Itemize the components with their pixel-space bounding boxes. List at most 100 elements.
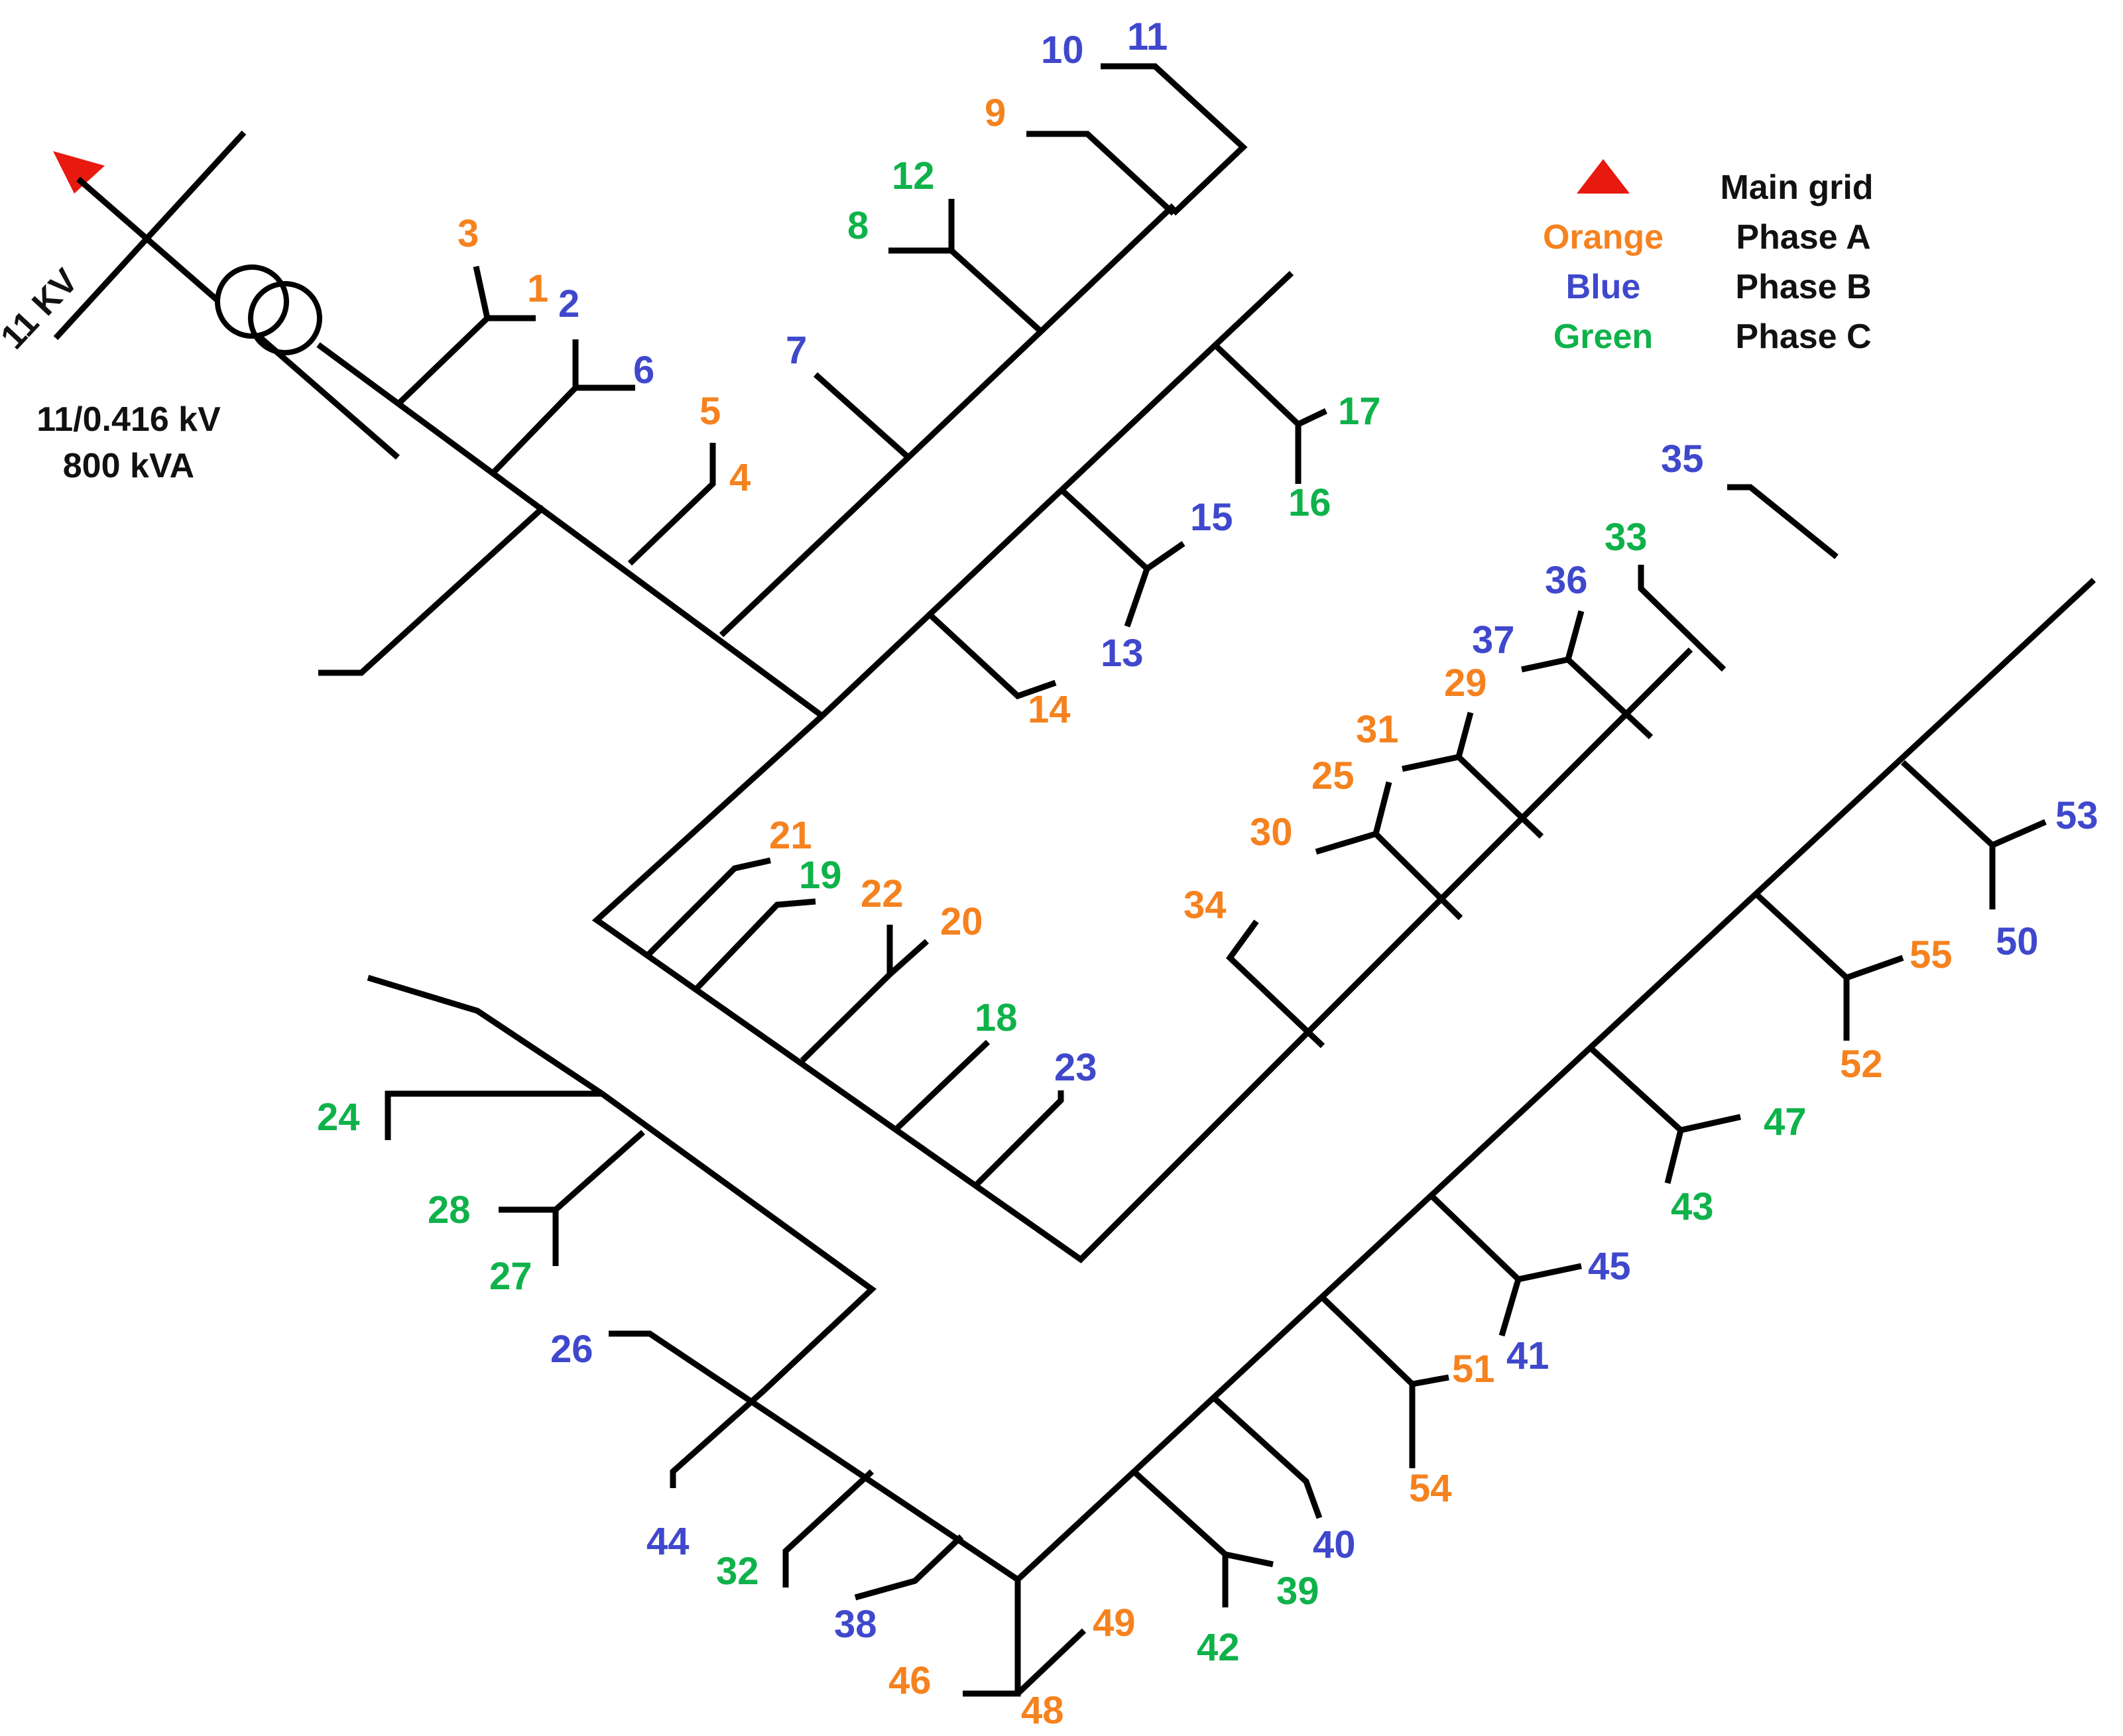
transformer-winding-secondary bbox=[248, 281, 322, 355]
node-label-6: 6 bbox=[633, 349, 654, 392]
lateral-node41-45 bbox=[1429, 1194, 1522, 1337]
node-label-39: 39 bbox=[1276, 1570, 1319, 1613]
node-label-15: 15 bbox=[1190, 496, 1233, 539]
legend-orange: Orange bbox=[1543, 218, 1664, 257]
lateral-node4-5 bbox=[627, 443, 716, 566]
source-group: 11 KV 11/0.416 kV 800 kVA bbox=[0, 130, 400, 485]
transformer-rating-line1: 11/0.416 kV bbox=[36, 400, 221, 439]
lateral-node23 bbox=[972, 1090, 1064, 1189]
node-label-26: 26 bbox=[550, 1328, 593, 1371]
lateral-node50-53 bbox=[1900, 760, 1996, 909]
lateral-node34 bbox=[1226, 919, 1325, 1049]
legend-main-grid: Main grid bbox=[1720, 168, 1873, 207]
lateral-node21 bbox=[646, 857, 771, 957]
node-label-4: 4 bbox=[729, 456, 751, 499]
node-label-22: 22 bbox=[861, 872, 904, 915]
node-label-31: 31 bbox=[1356, 708, 1399, 751]
node-label-41: 41 bbox=[1506, 1334, 1549, 1377]
node-label-10: 10 bbox=[1041, 29, 1084, 72]
node-label-38: 38 bbox=[834, 1603, 877, 1646]
lateral-node47-stub bbox=[1680, 1114, 1741, 1133]
node-label-20: 20 bbox=[940, 900, 983, 943]
node-label-40: 40 bbox=[1313, 1523, 1356, 1566]
feeder-lower-2 bbox=[600, 1091, 877, 1393]
node-label-27: 27 bbox=[489, 1255, 532, 1298]
lateral-node37-stub bbox=[1521, 656, 1569, 673]
lateral-node46-49 bbox=[963, 1580, 1021, 1697]
lateral-node51-stub bbox=[1412, 1374, 1449, 1387]
node-label-49: 49 bbox=[1093, 1601, 1136, 1645]
legend: Main grid Orange Phase A Blue Phase B Gr… bbox=[1543, 159, 1874, 356]
lateral-left-stub bbox=[318, 504, 546, 676]
source-voltage-label: 11 KV bbox=[0, 262, 86, 357]
legend-blue: Blue bbox=[1566, 268, 1641, 306]
lateral-node2-6 bbox=[491, 339, 579, 475]
node-label-25: 25 bbox=[1311, 754, 1355, 797]
node-label-9: 9 bbox=[985, 91, 1006, 135]
legend-phase-c: Phase C bbox=[1735, 318, 1871, 356]
lateral-node16-17 bbox=[1211, 341, 1302, 484]
node-label-54: 54 bbox=[1409, 1467, 1452, 1510]
node-label-34: 34 bbox=[1183, 884, 1227, 927]
lateral-node43-47 bbox=[1589, 1046, 1685, 1185]
node-label-12: 12 bbox=[892, 154, 935, 198]
node-label-44: 44 bbox=[646, 1520, 690, 1563]
node-label-33: 33 bbox=[1605, 516, 1648, 559]
node-label-21: 21 bbox=[769, 814, 812, 857]
lateral-node17-stub bbox=[1297, 408, 1327, 428]
lateral-node55-stub bbox=[1845, 955, 1904, 981]
lateral-node52-55 bbox=[1754, 892, 1850, 1041]
main-grid-legend-marker-icon bbox=[1577, 159, 1630, 194]
node-label-47: 47 bbox=[1764, 1100, 1807, 1143]
lateral-node25-30 bbox=[1372, 781, 1463, 921]
node-label-13: 13 bbox=[1101, 632, 1144, 675]
node-label-53: 53 bbox=[2055, 794, 2098, 837]
node-label-30: 30 bbox=[1250, 811, 1293, 854]
lateral-node24 bbox=[385, 1090, 602, 1140]
lateral-node13-15 bbox=[1058, 487, 1151, 628]
node-label-8: 8 bbox=[847, 204, 869, 247]
node-label-48: 48 bbox=[1021, 1689, 1064, 1732]
node-label-35: 35 bbox=[1661, 437, 1704, 481]
feeder-east bbox=[1015, 577, 2096, 1582]
lateral-node10-11 bbox=[1101, 63, 1248, 216]
lateral-node39-stub bbox=[1225, 1551, 1274, 1568]
transformer-rating-line2: 800 kVA bbox=[63, 447, 195, 485]
lateral-node35 bbox=[1727, 484, 1839, 559]
lateral-node14 bbox=[926, 610, 1057, 700]
lateral-node38 bbox=[854, 1534, 964, 1601]
node-label-16: 16 bbox=[1288, 481, 1331, 524]
lateral-node30-stub bbox=[1315, 831, 1377, 855]
node-label-52: 52 bbox=[1840, 1043, 1883, 1086]
node-label-11: 11 bbox=[1127, 15, 1168, 58]
lateral-node26-44 bbox=[670, 1388, 766, 1488]
node-label-45: 45 bbox=[1588, 1245, 1631, 1288]
node-label-1: 1 bbox=[527, 267, 548, 310]
node-label-5: 5 bbox=[699, 390, 721, 433]
legend-phase-a: Phase A bbox=[1736, 218, 1870, 257]
lateral-node8-12 bbox=[888, 247, 1044, 334]
node-label-24: 24 bbox=[317, 1096, 360, 1139]
node-label-50: 50 bbox=[1996, 920, 2039, 963]
lateral-node19 bbox=[695, 898, 816, 990]
main-trunk bbox=[316, 342, 824, 719]
feeder-loop-upper bbox=[819, 270, 1294, 719]
node-label-28: 28 bbox=[428, 1188, 471, 1232]
feeder-lower-3 bbox=[609, 1330, 1020, 1582]
lateral-node9 bbox=[1026, 131, 1176, 216]
node-label-36: 36 bbox=[1545, 559, 1588, 602]
node-label-55: 55 bbox=[1910, 933, 1953, 976]
node-label-37: 37 bbox=[1472, 618, 1515, 662]
lateral-node7 bbox=[814, 372, 910, 460]
node-labels: 1 2 3 4 5 6 7 8 9 10 11 12 13 14 15 16 1… bbox=[317, 15, 2098, 1732]
feeder-wiring bbox=[316, 63, 2096, 1697]
lateral-west-1 bbox=[367, 974, 604, 1096]
lateral-node18 bbox=[892, 1039, 991, 1133]
node-label-19: 19 bbox=[799, 854, 842, 897]
node-label-7: 7 bbox=[786, 329, 807, 372]
node-label-29: 29 bbox=[1444, 662, 1487, 705]
lateral-node33 bbox=[1638, 565, 1727, 672]
node-label-51: 51 bbox=[1452, 1348, 1495, 1391]
lateral-node27-28 bbox=[552, 1129, 645, 1266]
